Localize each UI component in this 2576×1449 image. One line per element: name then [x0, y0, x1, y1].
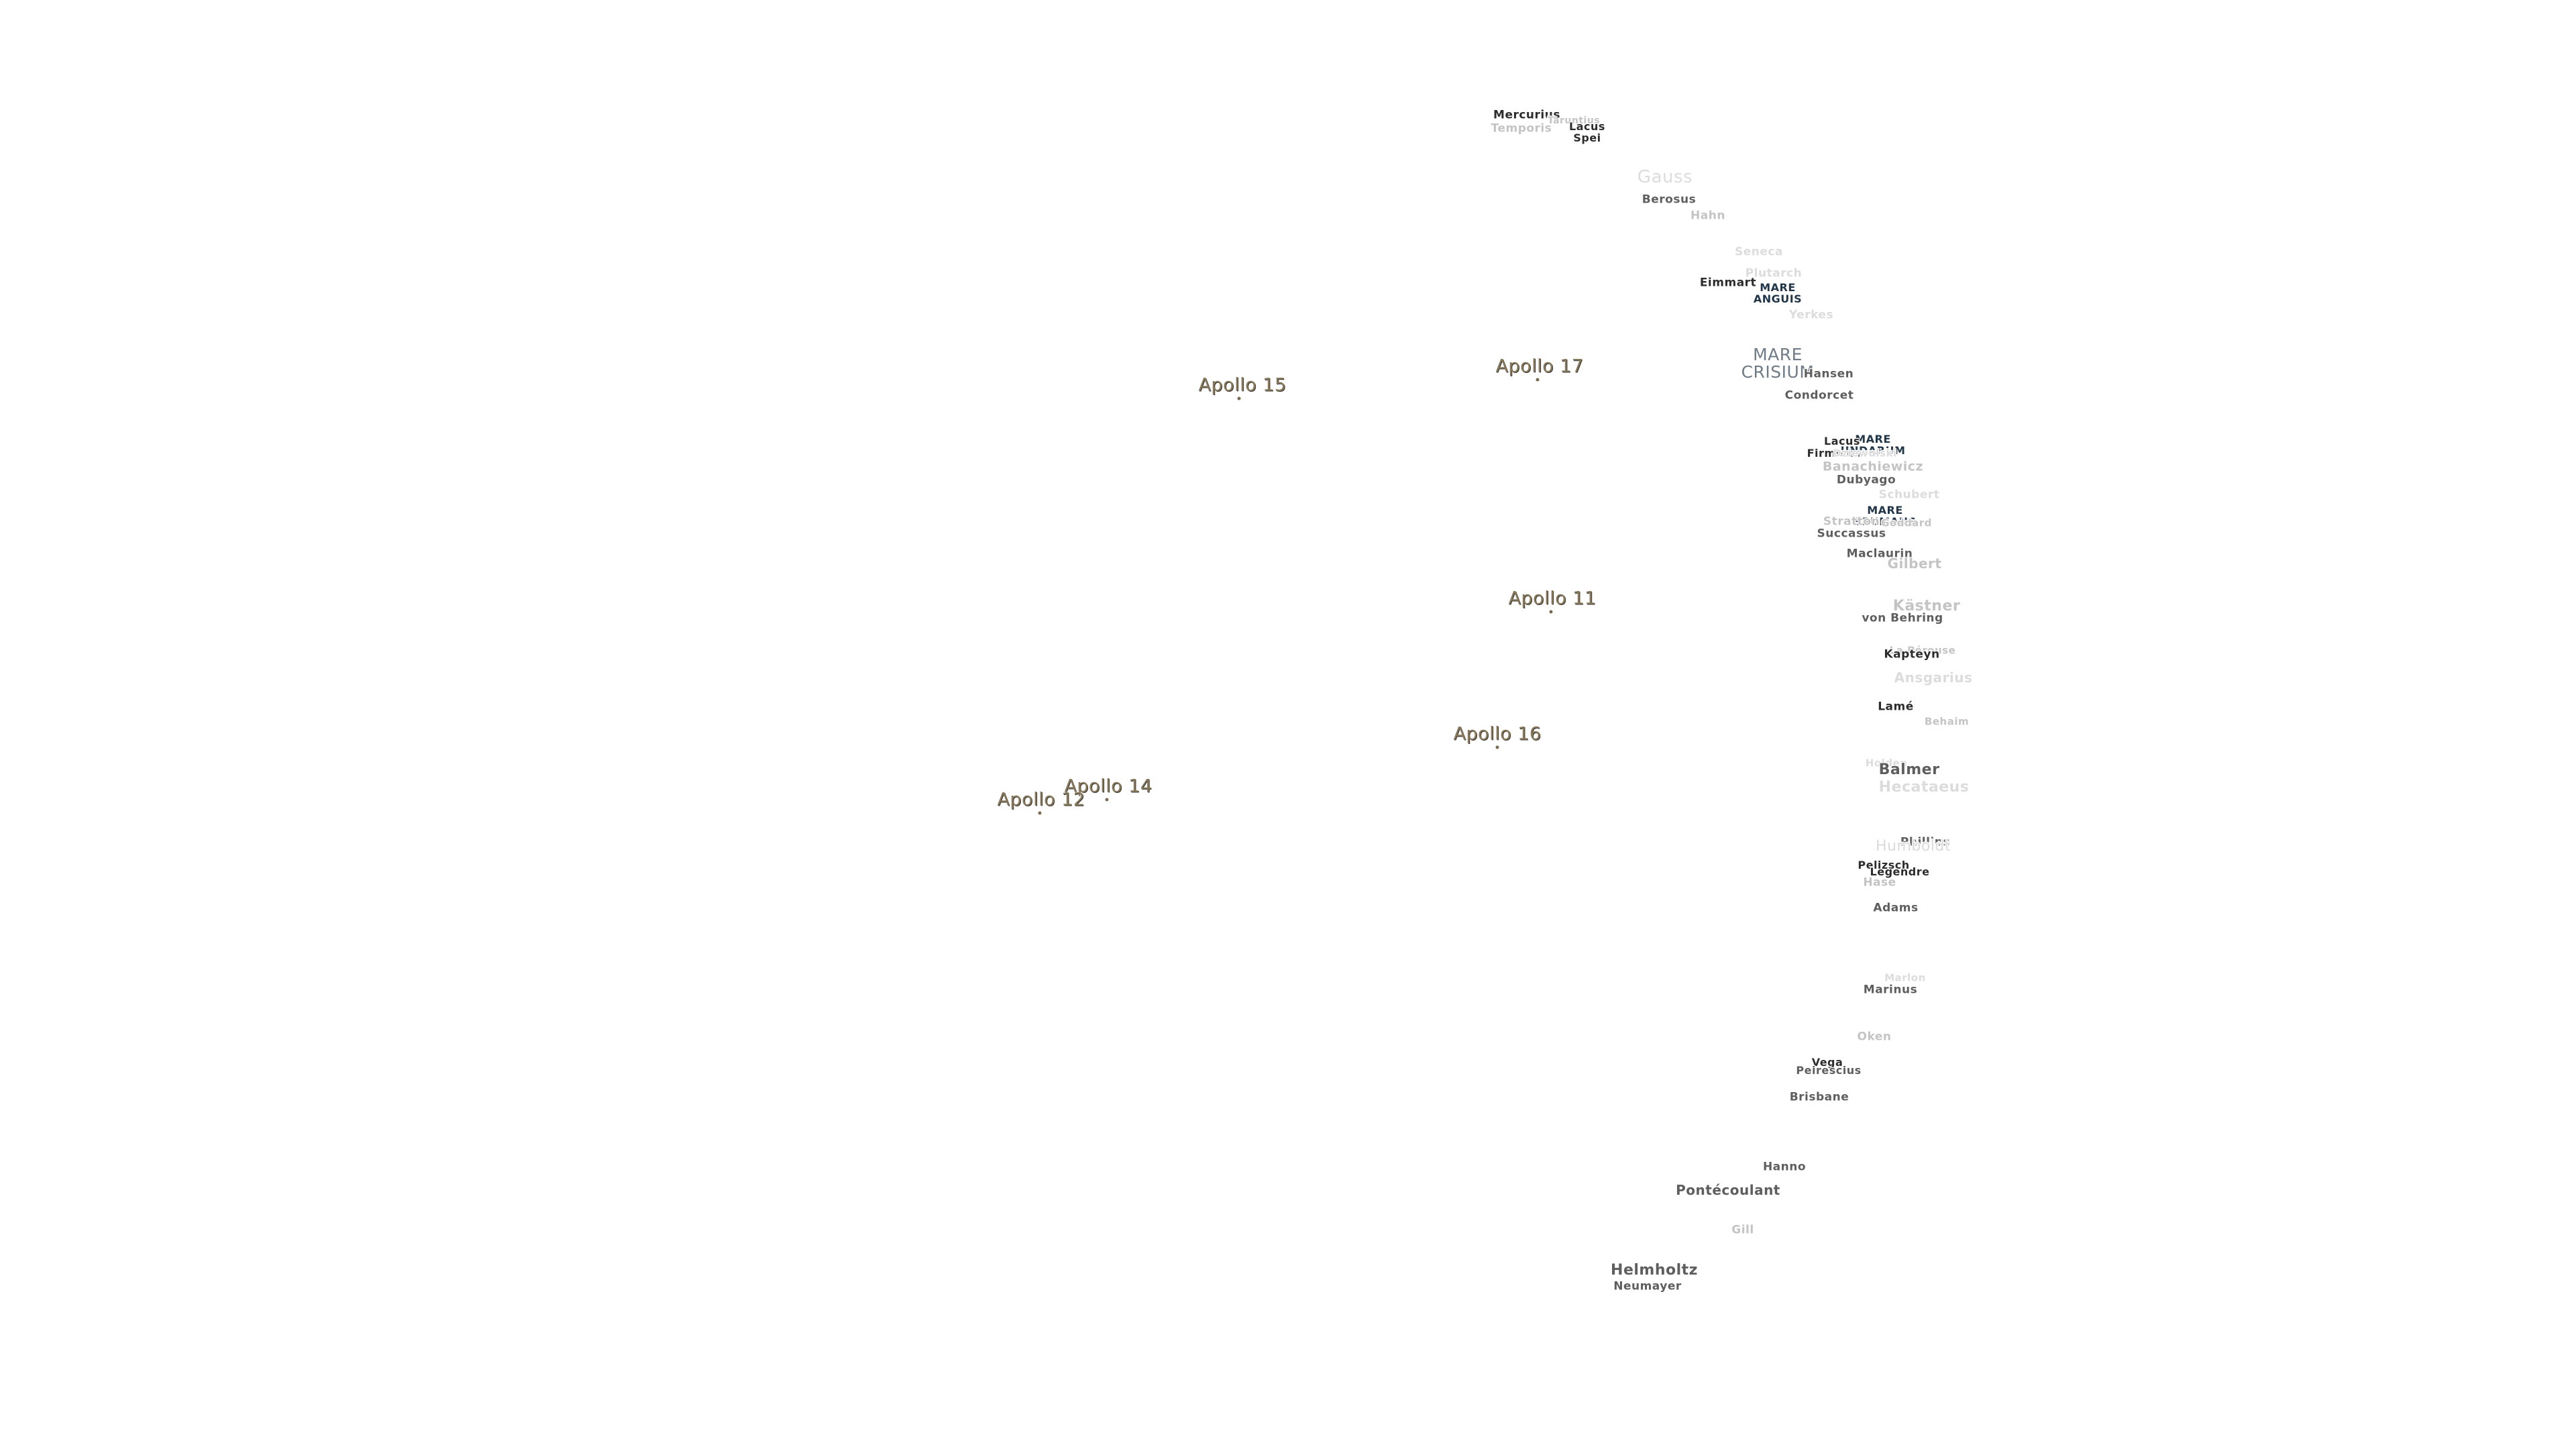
- crater-label: Adams: [1873, 901, 1919, 915]
- crater-label: Hahn: [1690, 209, 1725, 223]
- crater-label: Helmholtz: [1611, 1262, 1698, 1279]
- crater-label: Marlon: [1884, 971, 1926, 984]
- crater-label: von Behring: [1862, 611, 1943, 625]
- crater-label: Phillips: [1900, 835, 1951, 849]
- crater-label: Banachiewicz: [1822, 459, 1924, 474]
- crater-label: Hanno: [1762, 1160, 1807, 1174]
- landing-site-marker[interactable]: [1495, 745, 1499, 749]
- crater-label: Plutarch: [1745, 266, 1803, 280]
- crater-label: Lacus Spei: [1569, 120, 1605, 144]
- crater-label: Pelizsch: [1858, 859, 1910, 871]
- crater-label: Seneca: [1735, 245, 1783, 259]
- landing-site-apollo-12[interactable]: Apollo 12: [997, 789, 1085, 810]
- crater-label: Dziewulski: [1833, 447, 1897, 460]
- landing-site-marker[interactable]: [1536, 378, 1540, 382]
- crater-label: Vega: [1811, 1056, 1843, 1069]
- crater-label: Succassus: [1817, 527, 1886, 541]
- crater-label: La Pérouse: [1889, 644, 1956, 657]
- crater-label: Holden: [1865, 757, 1908, 769]
- crater-label: Neumayer: [1613, 1279, 1682, 1293]
- crater-label: Legendre: [1870, 865, 1930, 878]
- crater-label: Maclaurin: [1846, 547, 1913, 561]
- landing-site-marker[interactable]: [1038, 811, 1042, 815]
- crater-label: Gauss: [1637, 167, 1693, 187]
- landing-site-apollo-17[interactable]: Apollo 17: [1495, 356, 1584, 377]
- crater-label: Kapteyn: [1884, 647, 1940, 661]
- crater-label: Oken: [1857, 1030, 1892, 1044]
- crater-label: Brisbane: [1789, 1090, 1849, 1104]
- landing-site-apollo-11[interactable]: Apollo 11: [1508, 588, 1597, 609]
- crater-label: Goddard: [1881, 517, 1932, 529]
- crater-label: Pontécoulant: [1676, 1182, 1780, 1198]
- crater-label: Yerkes: [1788, 308, 1834, 322]
- crater-label: Condorcet: [1784, 388, 1854, 402]
- landing-site-apollo-15[interactable]: Apollo 15: [1198, 374, 1287, 396]
- landing-site-apollo-16[interactable]: Apollo 16: [1453, 723, 1542, 745]
- crater-label: Hecataeus: [1878, 779, 1970, 796]
- mare-label-crisium: MARE CRISIUM: [1741, 344, 1815, 382]
- crater-label: Balmer: [1878, 761, 1940, 778]
- crater-label: Gilbert: [1887, 555, 1942, 572]
- crater-label: Humboldt: [1875, 838, 1951, 855]
- crater-label: Ansgarius: [1894, 669, 1973, 686]
- crater-label: Taruntius: [1547, 115, 1601, 126]
- mare-label-anguis: MARE ANGUIS: [1753, 281, 1803, 305]
- crater-label: Kästner: [1892, 598, 1961, 614]
- crater-label: Firmicus: [1807, 447, 1862, 460]
- crater-label: Mercurius: [1493, 108, 1560, 122]
- crater-label: Berosus: [1642, 193, 1697, 207]
- landing-site-marker[interactable]: [1105, 798, 1109, 802]
- crater-label: Behaim: [1924, 715, 1970, 728]
- landing-site-marker[interactable]: [1549, 610, 1553, 614]
- crater-label: Hase: [1863, 875, 1896, 890]
- crater-label: Stratton: [1823, 515, 1880, 529]
- crater-label: Schubert: [1878, 488, 1940, 502]
- landing-site-apollo-14[interactable]: Apollo 14: [1064, 775, 1152, 797]
- crater-label: Lacus: [1824, 435, 1860, 447]
- crater-label: Dubyago: [1836, 473, 1896, 487]
- crater-label: Temporis: [1491, 121, 1552, 136]
- crater-label: Peirescius: [1796, 1064, 1862, 1077]
- mare-label-undarum: MARE UNDARUM: [1840, 433, 1906, 457]
- crater-label: Gill: [1731, 1223, 1754, 1237]
- mare-label-spumans: MARE SPUMANS: [1854, 504, 1917, 528]
- crater-label: Eimmart: [1699, 276, 1757, 290]
- crater-label: Hansen: [1803, 367, 1854, 381]
- crater-label: Lamé: [1878, 700, 1914, 714]
- crater-label: Marinus: [1863, 983, 1918, 997]
- landing-site-marker[interactable]: [1237, 396, 1241, 400]
